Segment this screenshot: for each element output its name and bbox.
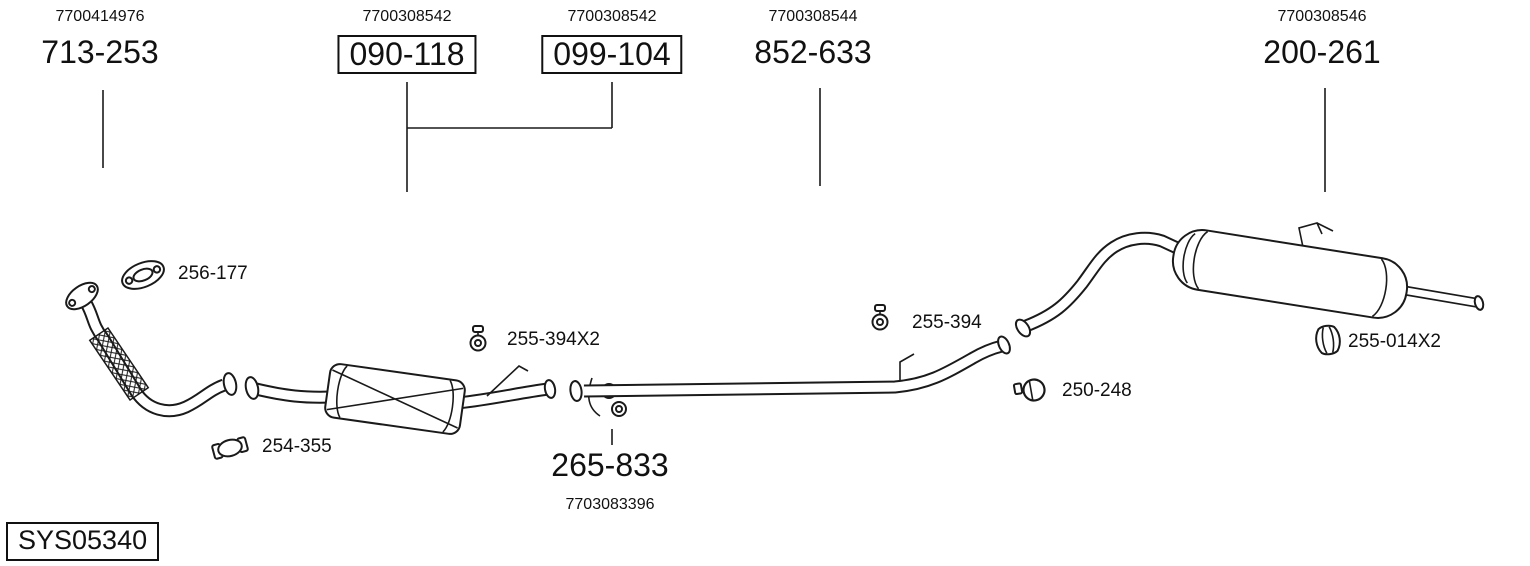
part-group-713-253: 7700414976 713-253 xyxy=(41,8,158,70)
muffler-body xyxy=(1171,229,1409,319)
oem-number-7700414976: 7700414976 xyxy=(55,8,145,25)
front-pipe-drawing xyxy=(65,281,238,418)
part-number-099-104[interactable]: 099-104 xyxy=(541,35,683,75)
rubber-hanger-icon-255-014x2 xyxy=(1315,324,1341,356)
flex-braid-section xyxy=(88,326,150,402)
oem-number-7700308542-b: 7700308542 xyxy=(567,8,657,25)
part-number-713-253[interactable]: 713-253 xyxy=(41,34,159,70)
diagram-code-badge: SYS05340 xyxy=(6,522,160,561)
part-number-090-118[interactable]: 090-118 xyxy=(337,35,477,75)
clamp-icon-250-248 xyxy=(1012,378,1046,402)
hanger-rod xyxy=(486,365,529,397)
top-bracket xyxy=(1298,222,1334,253)
oem-number-7700308544: 7700308544 xyxy=(768,8,858,25)
oem-number-7700308546: 7700308546 xyxy=(1277,8,1367,25)
part-group-265-833: 265-833 7703083396 xyxy=(551,447,669,514)
rubber-mount-icon-255-394x2 xyxy=(469,325,487,352)
outlet-end xyxy=(543,379,557,399)
pipe-open-end xyxy=(1014,318,1032,338)
flange xyxy=(65,281,99,311)
part-number-265-833[interactable]: 265-833 xyxy=(551,447,669,483)
part-number-255-394x2[interactable]: 255-394X2 xyxy=(507,329,600,350)
leader-lines xyxy=(102,82,1326,445)
tailpipe-end xyxy=(1473,295,1485,311)
hanger-rod xyxy=(899,353,915,381)
part-number-852-633[interactable]: 852-633 xyxy=(754,34,872,70)
oem-number-7703083396: 7703083396 xyxy=(565,496,655,514)
part-number-254-355[interactable]: 254-355 xyxy=(262,436,332,457)
middle-pipe-drawing xyxy=(583,335,1011,398)
leader-090-118-099-104 xyxy=(406,82,613,192)
part-group-099-104: 7700308542 099-104 xyxy=(541,8,683,75)
rubber-mount-icon-255-394 xyxy=(871,304,889,331)
part-number-256-177[interactable]: 256-177 xyxy=(178,263,248,284)
pipe-flare-end xyxy=(222,372,238,396)
rear-muffler-drawing xyxy=(1014,222,1485,338)
part-number-200-261[interactable]: 200-261 xyxy=(1263,34,1381,70)
part-group-090-118: 7700308542 090-118 xyxy=(337,8,477,75)
pipe-open-end xyxy=(997,335,1011,355)
part-number-255-394[interactable]: 255-394 xyxy=(912,312,982,333)
part-number-255-014x2[interactable]: 255-014X2 xyxy=(1348,331,1441,352)
clamp-icon-254-355 xyxy=(211,436,249,460)
part-group-200-261: 7700308546 200-261 xyxy=(1263,8,1380,70)
catalytic-converter-drawing xyxy=(244,363,557,435)
joint-flange xyxy=(244,376,260,400)
part-number-250-248[interactable]: 250-248 xyxy=(1062,380,1132,401)
oem-number-7700308542-a: 7700308542 xyxy=(362,8,452,25)
part-group-852-633: 7700308544 852-633 xyxy=(754,8,871,70)
gasket-icon xyxy=(121,260,165,290)
